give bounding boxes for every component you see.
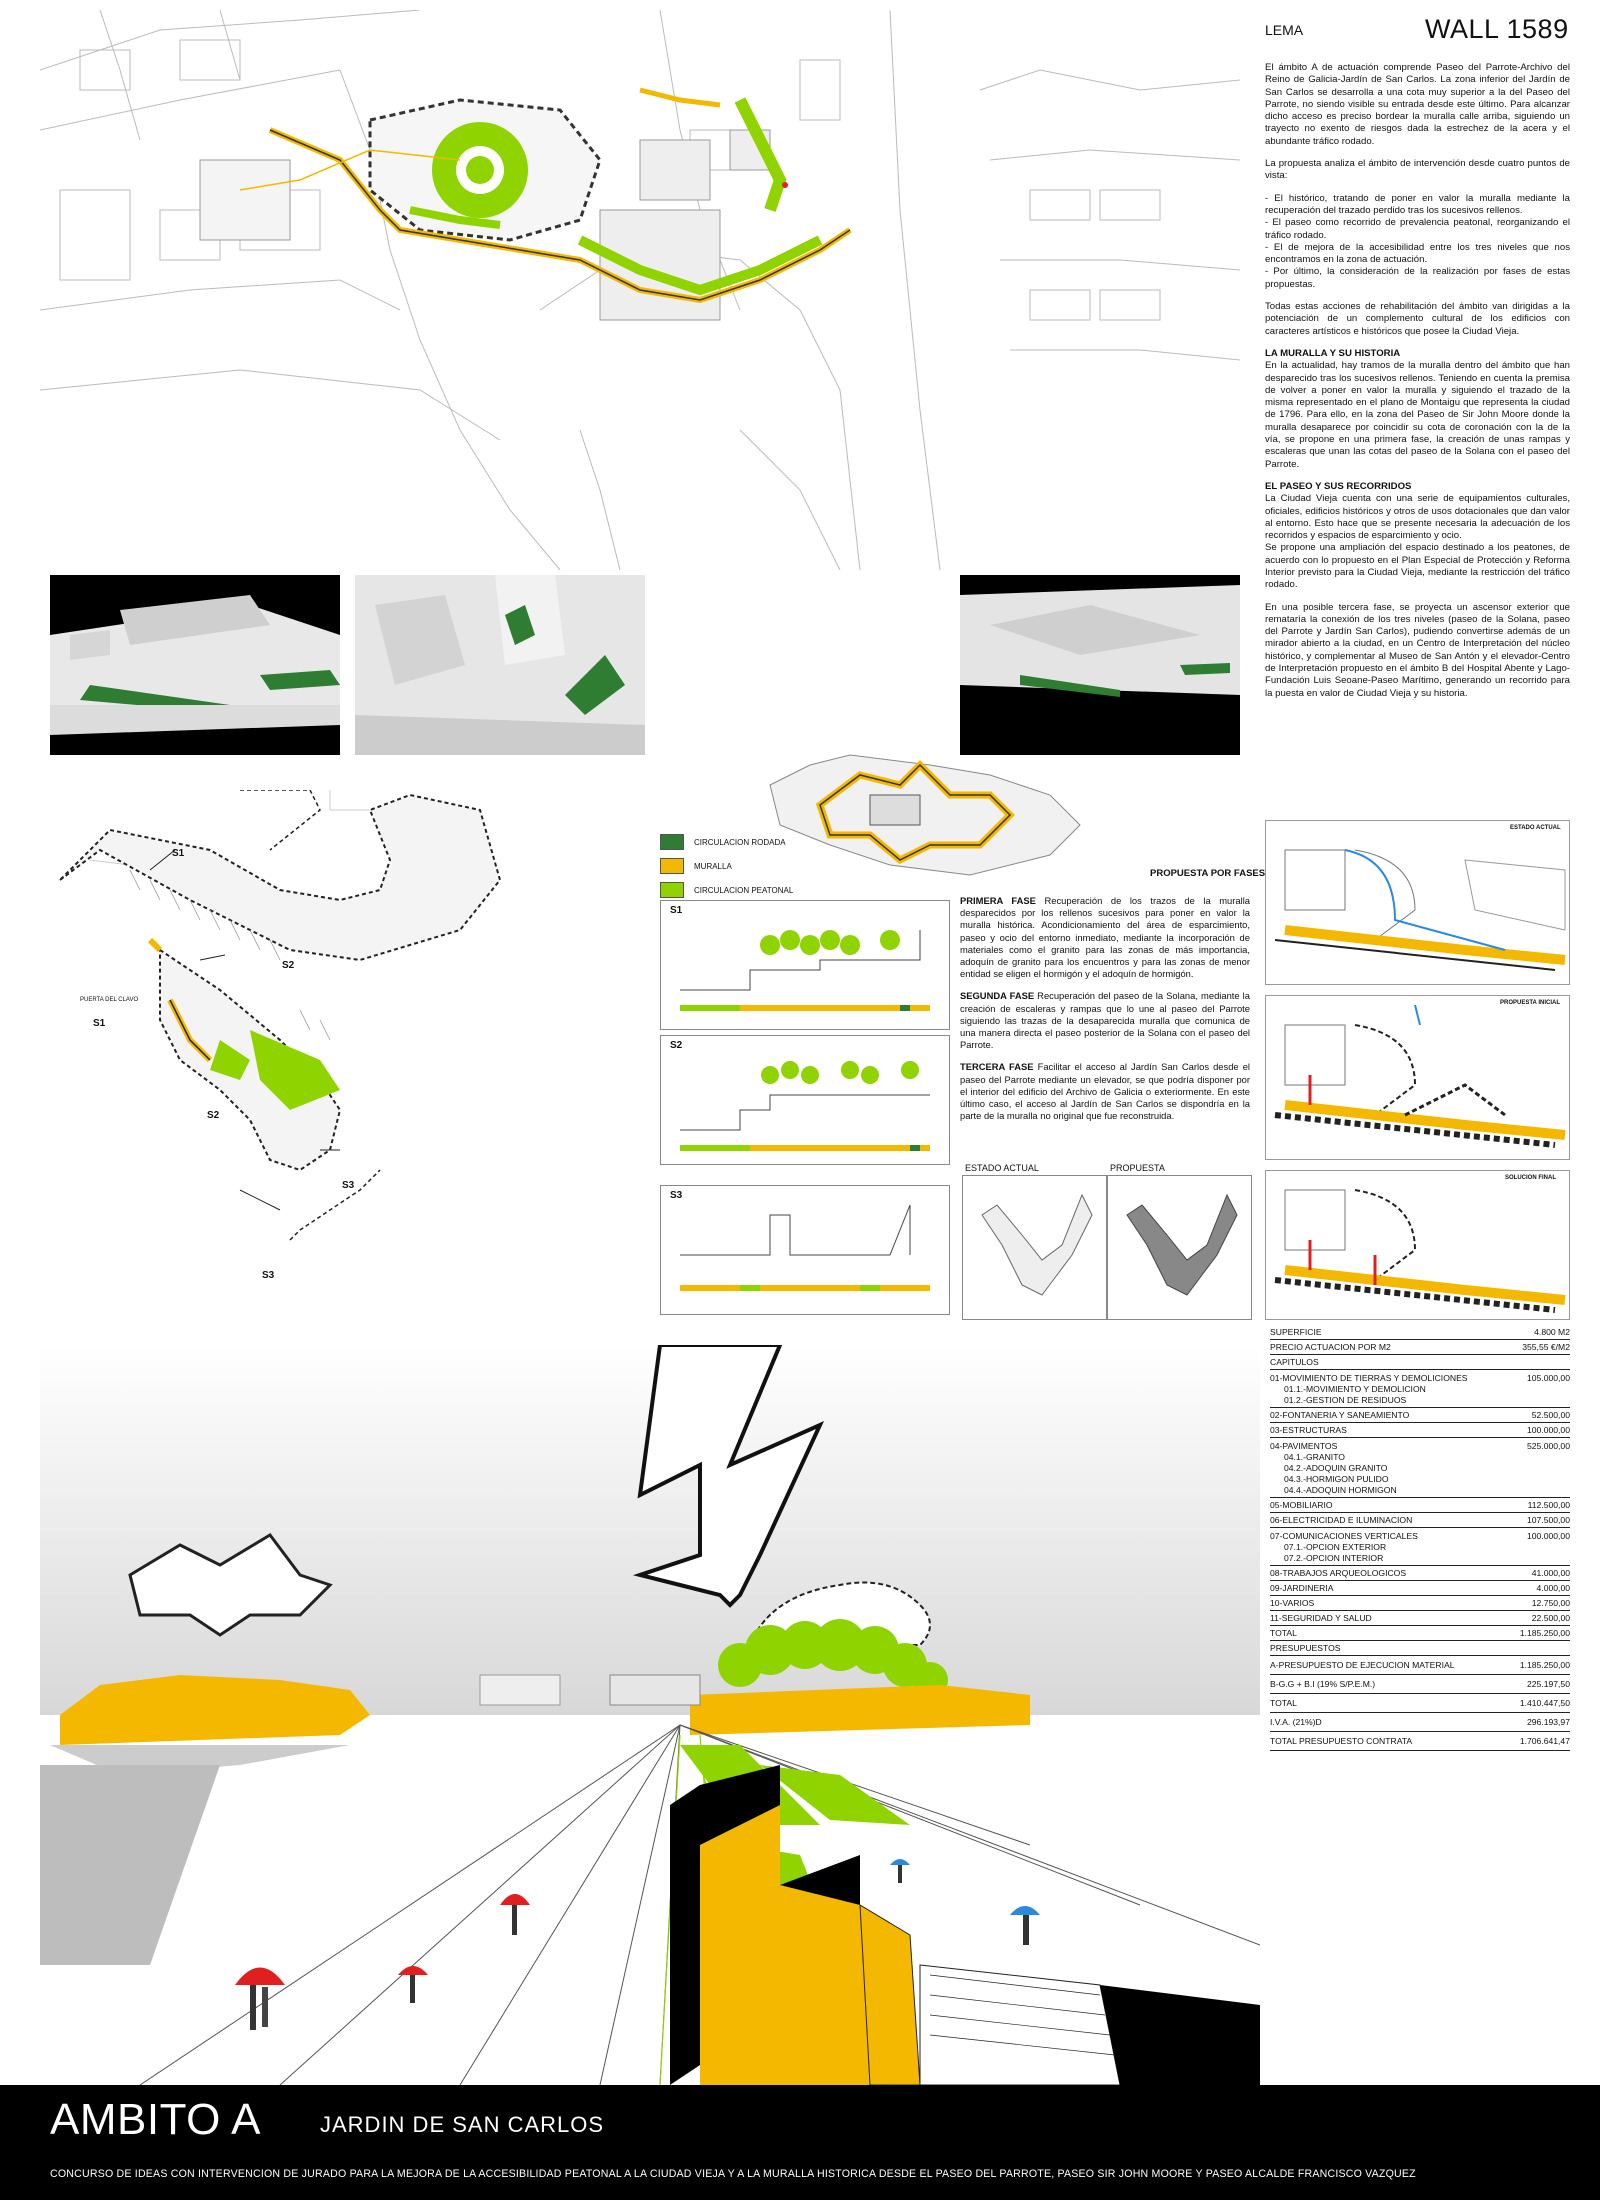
intro-bullet-1: - El histórico, tratando de poner en val… — [1265, 192, 1570, 216]
plan-label-s2: S2 — [282, 960, 295, 971]
footer-note: CONCURSO DE IDEAS CON INTERVENCION DE JU… — [50, 2168, 1416, 2180]
plan-label-s1b: S1 — [93, 1018, 106, 1029]
description-text: El ámbito A de actuación comprende Paseo… — [1265, 62, 1570, 710]
section-s3 — [660, 1185, 950, 1315]
massing-view-1 — [50, 575, 340, 755]
fases-title: PROPUESTA POR FASES — [1150, 868, 1266, 879]
diagram-estado-actual — [1265, 820, 1570, 985]
section-s2 — [660, 1035, 950, 1165]
intro-p6: Se propone una ampliación del espacio de… — [1265, 542, 1570, 591]
legend-label-peatonal: CIRCULACION PEATONAL — [694, 885, 794, 895]
diagram-solucion-final — [1265, 1170, 1570, 1320]
intro-p3: Todas estas acciones de rehabilitación d… — [1265, 301, 1570, 337]
footer-subtitle: JARDIN DE SAN CARLOS — [320, 2112, 605, 2137]
diagram-propuesta-inicial — [1265, 995, 1570, 1160]
legend: CIRCULACION RODADA MURALLA CIRCULACION P… — [660, 830, 793, 902]
heading-paseo: EL PASEO Y SUS RECORRIDOS — [1265, 480, 1412, 492]
intro-p2: La propuesta analiza el ámbito de interv… — [1265, 158, 1570, 182]
footer-title: AMBITO A — [50, 2095, 262, 2144]
puerta-label: PUERTA DEL CLAVO — [80, 997, 139, 1003]
project-title: WALL 1589 — [1425, 14, 1569, 44]
legend-label-rodada: CIRCULACION RODADA — [694, 837, 786, 847]
plan-label-s2b: S2 — [207, 1110, 220, 1121]
footer-band — [0, 2085, 1600, 2200]
plan-label-s1: S1 — [172, 848, 185, 859]
plan-label-s3: S3 — [342, 1180, 355, 1191]
legend-swatch-rodada — [660, 834, 684, 850]
intro-p5: La Ciudad Vieja cuenta con una serie de … — [1265, 493, 1570, 542]
intro-bullet-3: - El de mejora de la accesibilidad entre… — [1265, 241, 1570, 266]
diagram-label-3: SOLUCION FINAL — [1505, 1175, 1556, 1181]
detail-plan — [59, 790, 502, 1241]
diagram-label-1: ESTADO ACTUAL — [1510, 825, 1561, 831]
diagram-label-2: PROPUESTA INICIAL — [1500, 1000, 1561, 1006]
comparison-plans — [962, 1175, 1252, 1320]
plan-label-s3b: S3 — [262, 1270, 275, 1281]
section-s1 — [660, 900, 950, 1030]
heading-muralla: LA MURALLA Y SU HISTORIA — [1265, 347, 1401, 359]
section-label-s3: S3 — [670, 1190, 683, 1201]
intro-bullet-2: - El paseo como recorrido de prevalencia… — [1265, 217, 1570, 241]
intro-p4: En la actualidad, hay tramos de la mural… — [1265, 360, 1570, 470]
intro-bullet-4: - Por último, la consideración de la rea… — [1265, 266, 1570, 290]
massing-view-3 — [960, 575, 1240, 755]
section-label-s1: S1 — [670, 905, 683, 916]
comp-label-propuesta: PROPUESTA — [1110, 1163, 1165, 1173]
lema-label: LEMA — [1265, 22, 1304, 38]
legend-label-muralla: MURALLA — [694, 861, 732, 871]
legend-swatch-peatonal — [660, 882, 684, 898]
perspective-render — [40, 1345, 1260, 2085]
section-label-s2: S2 — [670, 1040, 683, 1051]
intro-p7: En una posible tercera fase, se proyecta… — [1265, 601, 1570, 699]
fases-text: PRIMERA FASE Recuperación de los trazos … — [960, 895, 1250, 1122]
massing-view-2 — [355, 575, 645, 755]
comp-label-estado: ESTADO ACTUAL — [965, 1163, 1039, 1173]
site-plan — [40, 10, 1240, 570]
legend-swatch-muralla — [660, 858, 684, 874]
fortress-plan — [769, 754, 1081, 876]
intro-p1: El ámbito A de actuación comprende Paseo… — [1265, 62, 1570, 147]
